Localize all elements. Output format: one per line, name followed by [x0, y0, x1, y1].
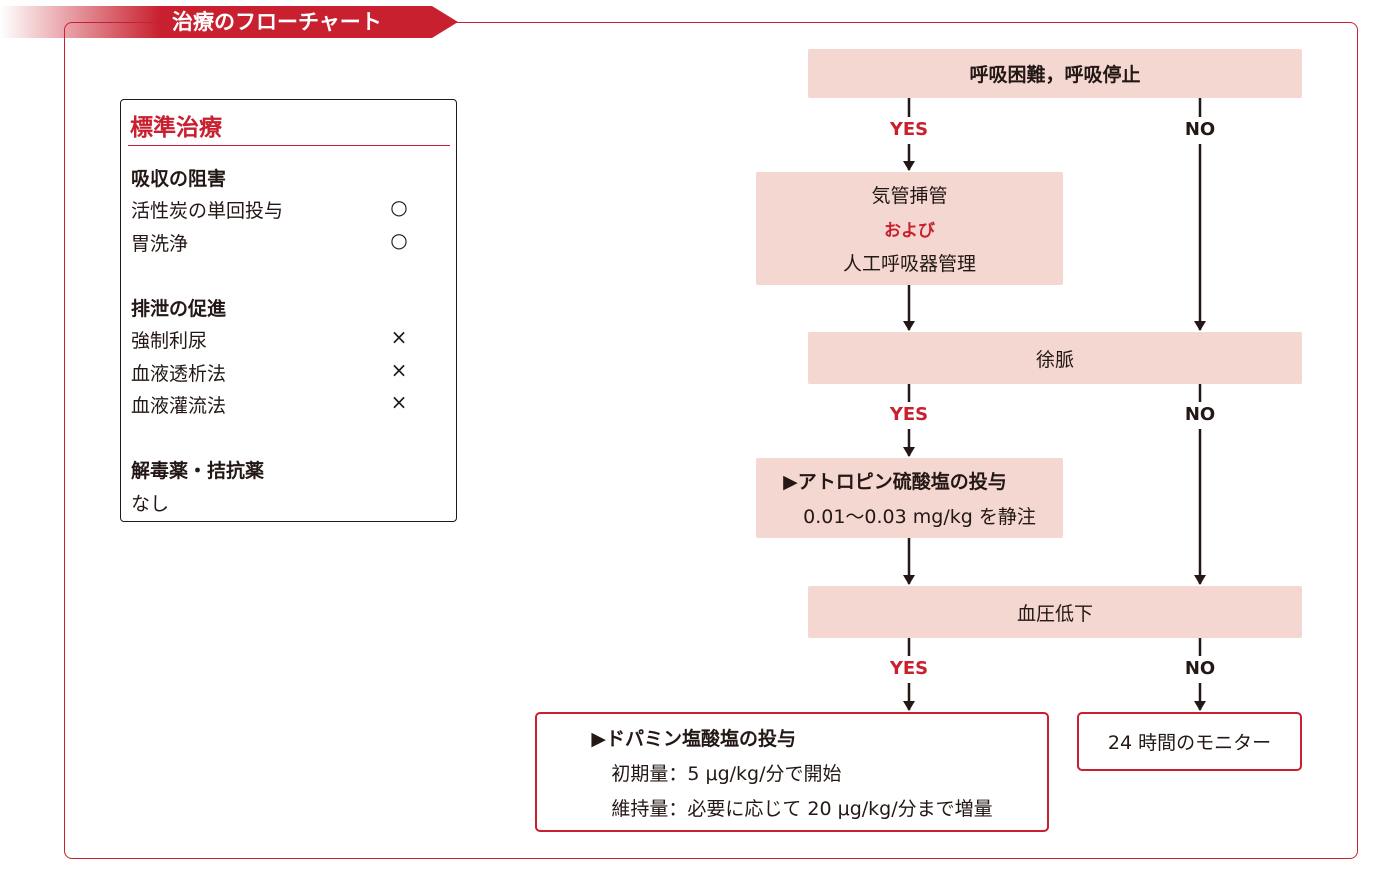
list-item: 強制利尿 [131, 330, 208, 352]
no-label: NO [1184, 119, 1216, 140]
banner-title: 治療のフローチャート [172, 10, 382, 34]
cross-mark: × [390, 325, 408, 349]
circle-mark: ○ [390, 195, 408, 219]
title-divider [128, 145, 450, 146]
action-atropine: ▶アトロピン硫酸塩の投与 0.01～0.03 mg/kg を静注 [756, 458, 1063, 538]
yes-label: YES [889, 404, 929, 425]
section-heading: 排泄の促進 [131, 298, 227, 320]
list-item: 血液灌流法 [131, 395, 227, 417]
action-line: 人工呼吸器管理 [842, 253, 976, 275]
question-hypotension: 血圧低下 [808, 586, 1302, 638]
standard-treatment-title: 標準治療 [130, 115, 222, 141]
banner-ribbon [0, 6, 458, 38]
yes-label: YES [889, 658, 929, 679]
section-heading: 吸収の阻害 [131, 168, 227, 190]
yes-label: YES [889, 119, 929, 140]
action-line: 0.01～0.03 mg/kg を静注 [803, 506, 1036, 528]
action-line: 気管挿管 [871, 185, 948, 207]
circle-mark: ○ [390, 228, 408, 252]
action-title: ▶ドパミン塩酸塩の投与 [591, 727, 796, 750]
flowchart-frame [64, 22, 1358, 859]
no-label: NO [1184, 658, 1216, 679]
action-intubation: 気管挿管 および 人工呼吸器管理 [756, 172, 1063, 285]
list-item: 胃洗浄 [131, 233, 189, 255]
cross-mark: × [390, 390, 408, 414]
section-heading: 解毒薬・拮抗薬 [131, 460, 265, 482]
standard-treatment-box [120, 99, 457, 522]
action-monitoring: 24 時間のモニター [1077, 712, 1302, 771]
list-item: 血液透析法 [131, 363, 227, 385]
list-item: 活性炭の単回投与 [131, 200, 284, 222]
cross-mark: × [390, 358, 408, 382]
no-label: NO [1184, 404, 1216, 425]
list-item: なし [131, 493, 170, 515]
question-bradycardia: 徐脈 [808, 332, 1302, 384]
conjunction-label: および [883, 221, 935, 241]
action-title: ▶アトロピン硫酸塩の投与 [783, 471, 1007, 493]
action-dopamine: ▶ドパミン塩酸塩の投与 初期量：5 μg/kg/分で開始 維持量：必要に応じて … [535, 712, 1049, 832]
action-line: 維持量：必要に応じて 20 μg/kg/分まで増量 [611, 797, 993, 820]
action-line: 初期量：5 μg/kg/分で開始 [611, 762, 842, 785]
question-respiratory-distress: 呼吸困難，呼吸停止 [808, 49, 1302, 98]
